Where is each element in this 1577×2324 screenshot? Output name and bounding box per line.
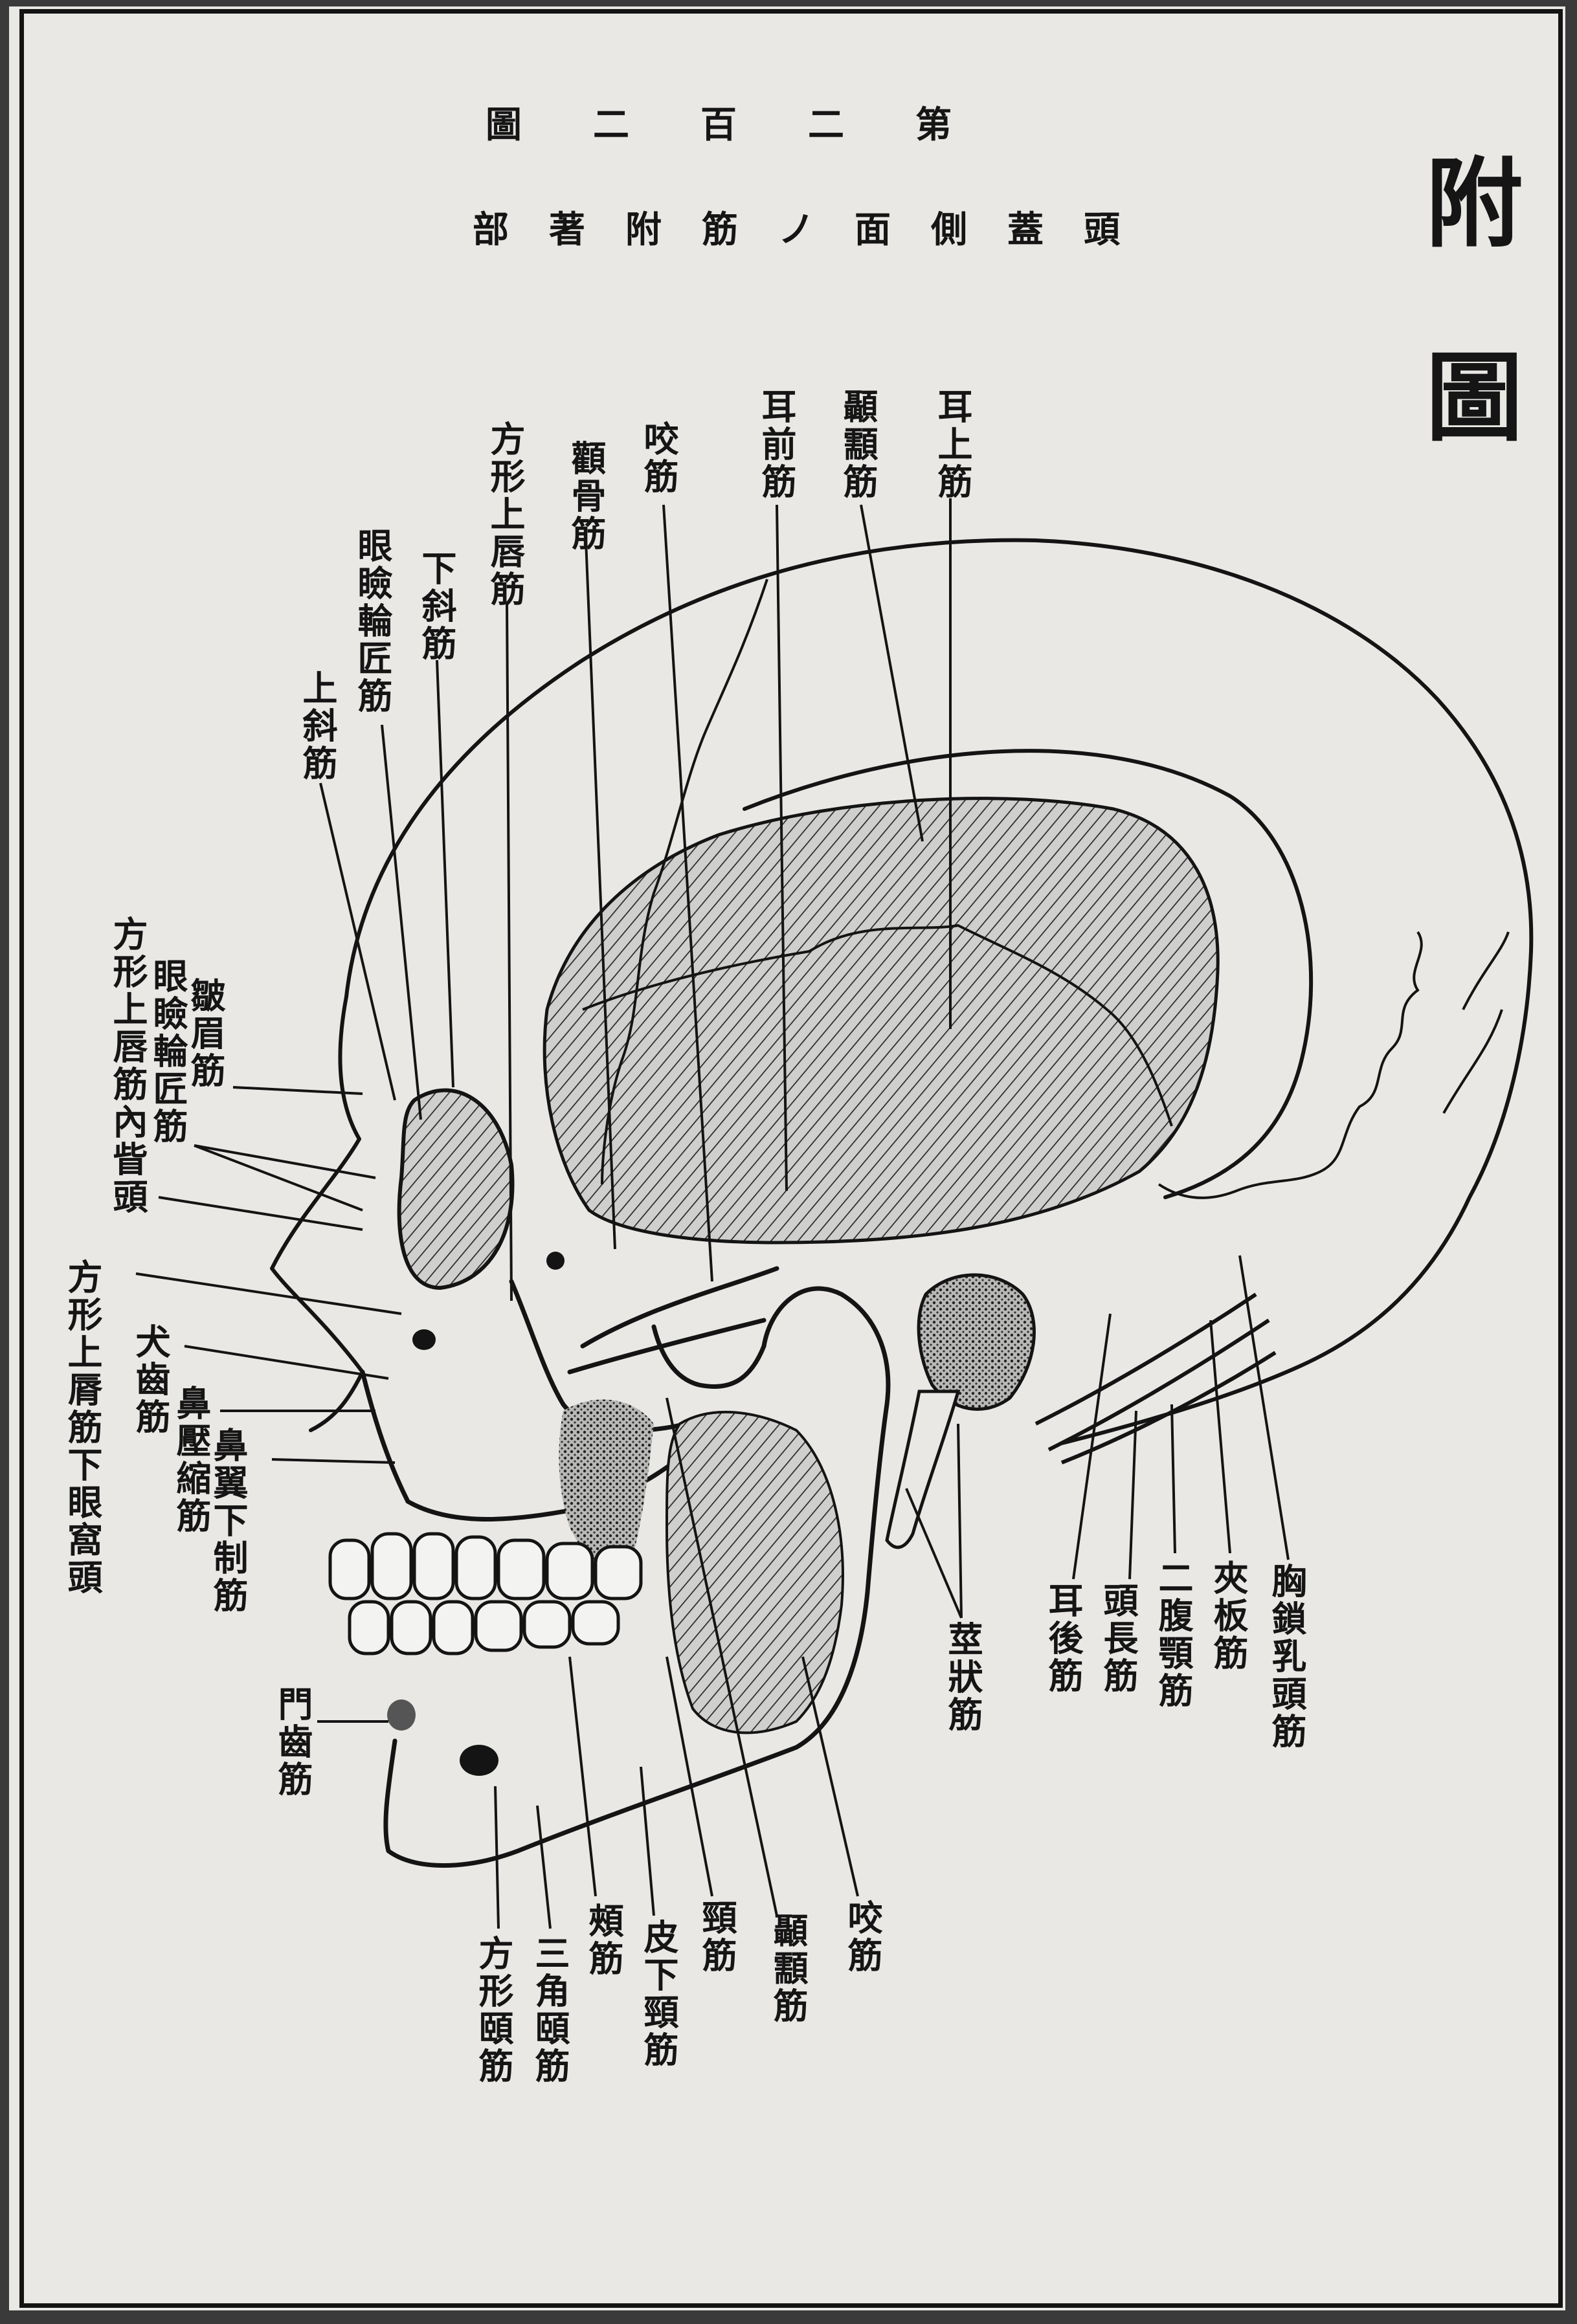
label-corrugator: 皺眉筋	[188, 977, 223, 1090]
masseter-area	[667, 1412, 843, 1733]
zygomatic-foramen	[546, 1252, 565, 1270]
label-zygomaticus: 顴骨筋	[568, 440, 603, 553]
label-caninus: 犬齒筋	[133, 1323, 168, 1436]
label-platysma: 皮下頸筋	[641, 1919, 676, 2069]
label-depressor-alae-nasi: 鼻翼下制筋	[210, 1427, 245, 1615]
label-orbicularis-oculi-left: 眼瞼輪匠筋	[150, 958, 185, 1145]
label-triangularis: 三角頤筋	[532, 1935, 567, 2085]
label-longus-capitis: 頭長筋	[1101, 1582, 1135, 1695]
label-auricularis-superior: 耳上筋	[935, 388, 970, 501]
label-splenius: 夾板筋	[1211, 1560, 1246, 1672]
forehead-outline	[272, 997, 363, 1430]
label-digastric: 二腹顎筋	[1156, 1560, 1191, 1710]
label-buccinator: 頰筋	[586, 1903, 621, 1978]
label-auricularis-posterior: 耳後筋	[1046, 1582, 1080, 1695]
orbit	[399, 1090, 513, 1288]
label-obliquus-inferior: 下斜筋	[419, 550, 454, 663]
incisor-muscle-mark	[387, 1699, 416, 1731]
label-neck-muscle: 頸筋	[699, 1899, 734, 1975]
occipital-crest	[1444, 932, 1508, 1113]
label-quadratus-angular-head: 方形上唇筋內眥頭	[110, 916, 145, 1213]
lower-teeth	[350, 1602, 388, 1654]
label-temporalis-top: 顳顬筋	[840, 388, 875, 501]
label-nasalis-compressor: 鼻壓縮筋	[173, 1385, 208, 1535]
label-quadratus-infraorbital-head: 方形上脣筋下眼窩頭	[65, 1259, 100, 1595]
label-auricularis-anterior: 耳前筋	[759, 388, 794, 501]
label-masseter-top: 咬筋	[641, 421, 676, 496]
label-sternocleidomastoid: 胸鎖乳頭筋	[1269, 1563, 1304, 1751]
mastoid-area	[919, 1275, 1034, 1409]
occipital-base	[1036, 1294, 1275, 1463]
label-masseter-bottom: 咬筋	[845, 1899, 880, 1975]
upper-teeth	[330, 1540, 369, 1599]
label-temporalis-bottom: 顳顬筋	[770, 1912, 805, 2025]
label-quadratus-labii-superioris: 方形上唇筋	[487, 421, 522, 608]
infraorbital-foramen	[412, 1329, 436, 1350]
zygomatic-arch	[583, 1268, 777, 1346]
mental-foramen	[460, 1745, 498, 1776]
label-incisivus: 門齒筋	[275, 1686, 310, 1798]
label-orbicularis-oculi-top: 眼瞼輪匠筋	[355, 527, 390, 715]
label-obliquus-superior: 上斜筋	[300, 670, 335, 782]
label-quadratus-menti: 方形頤筋	[476, 1935, 511, 2085]
label-styloid-muscles: 莖狀筋	[945, 1621, 980, 1734]
